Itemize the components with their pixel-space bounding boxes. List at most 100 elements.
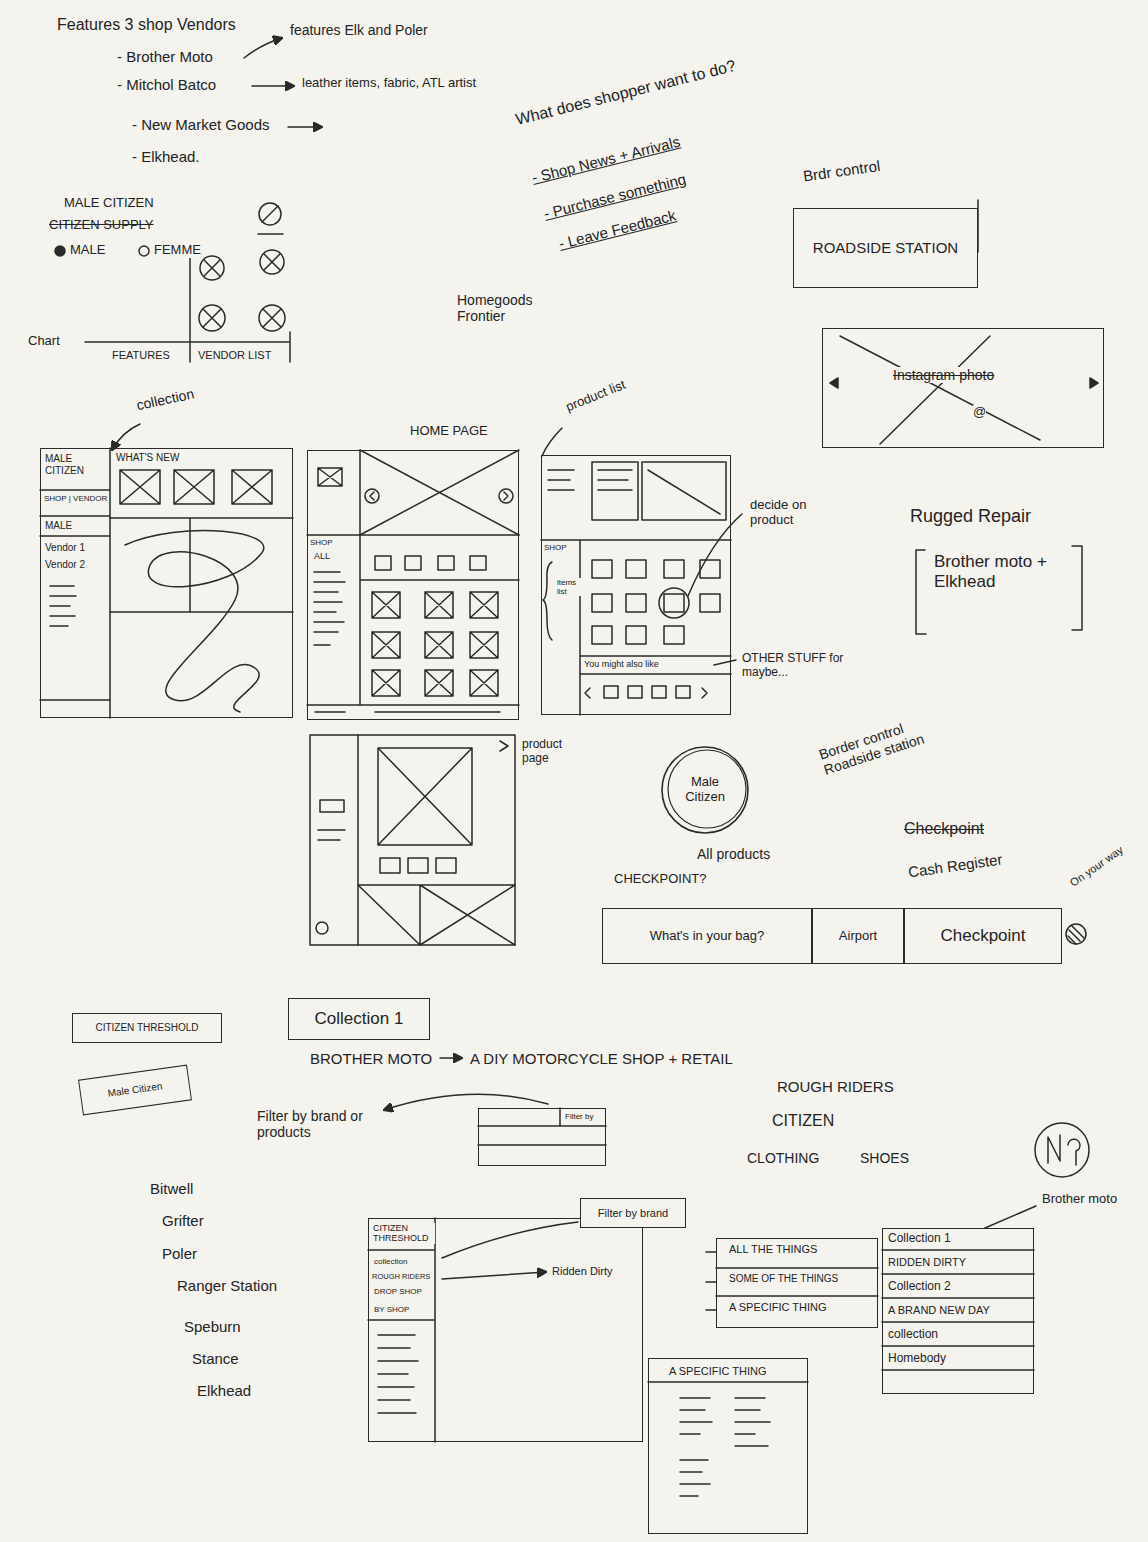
wireframe-home-sketch [318,468,342,486]
logo-circle: Male Citizen [660,745,750,835]
node-text: Filter by [565,1112,593,1121]
wireframe-product-list-sketch [592,626,684,644]
chart-sketch [264,254,280,270]
wireframe-collection-sketch [112,424,140,450]
node-text: CITIZEN THRESHOLD [95,1022,198,1034]
note-text: CITIZEN [770,1112,836,1130]
wireframe-product-list-sketch [592,594,720,612]
wireframe-product-page [380,858,456,873]
chart-sketch [259,203,281,225]
wireframe-product-page [316,922,328,934]
heading-note: Features 3 shop Vendors [55,16,238,34]
node-text: BY SHOP [374,1305,409,1314]
node-text: @ [973,405,986,420]
note-text: CLOTHING [745,1150,821,1166]
node-text: Vendor 1 [45,542,85,554]
node-text: Collection 1 [888,1232,951,1246]
wireframe-product-page [358,885,515,945]
note-text: features Elk and Poler [288,22,430,38]
image-placeholder-marks [1090,378,1098,388]
note-text: product list [562,377,630,416]
menu-list: ALL THE THINGSSOME OF THE THINGSA SPECIF… [716,1238,878,1328]
note-text: Speburn [182,1318,243,1335]
chart-sketch [199,305,225,331]
node-text: RIDDEN DIRTY [888,1256,966,1269]
wireframe-product-list-sketch [542,428,562,456]
node-text: SHOP [544,543,567,552]
wireframe-home-sketch [314,572,345,645]
note-text: Stance [190,1350,241,1367]
note-text: Grifter [160,1212,206,1229]
end-marker [1068,926,1084,944]
bracket [916,546,1082,634]
nav-tab: Airport [812,908,904,964]
wireframe-shop-sketch [442,1272,546,1279]
detail-panel: A SPECIFIC THING [648,1358,808,1534]
wireframe-collection-sketch [232,470,272,504]
wireframe-product-page [500,741,508,751]
wireframe-shop-sketch [378,1335,418,1413]
nav-tab: What's in your bag? [602,908,812,964]
wireframe-filter-sketch [478,1108,606,1145]
detail-panel-sketch [648,1382,808,1496]
detail-panel-sketch [680,1398,770,1496]
node-text: ALL THE THINGS [729,1243,817,1256]
note-text: Homegoods Frontier [455,292,559,324]
note-text: All products [695,846,772,862]
wireframe-collection-sketch [110,518,293,612]
wireframe-home-sketch [372,632,498,658]
node-text: WHAT'S NEW [116,452,179,464]
note-text: OTHER STUFF for maybe... [740,652,864,680]
dropdown-sketch [882,1206,1036,1370]
note-text: FEMME [152,243,203,258]
wireframe-shop-sketch [368,1218,578,1442]
node-text: MALE [45,520,72,532]
node-text: ROADSIDE STATION [813,239,958,256]
wireframe-home-sketch [372,670,498,696]
node-text: Vendor 2 [45,559,85,571]
node-text: Homebody [888,1352,946,1366]
wireframe-product-list-sketch [688,514,742,596]
image-placeholder: Instagram photo@ [822,328,1104,448]
note-text: HOME PAGE [408,424,490,439]
wireframe-product-list-sketch [541,428,742,715]
node-text: collection [374,1257,407,1266]
note-arrow [244,38,282,58]
note-text: A DIY MOTORCYCLE SHOP + RETAIL [468,1050,735,1067]
filter-button: Filter by brand [580,1198,686,1228]
note-text: Rugged Repair [908,506,1033,527]
note-text: leather items, fabric, ATL artist [300,76,478,91]
brand-box: Male Citizen [78,1065,192,1116]
node-text: Filter by brand [598,1207,668,1220]
note-text: CITIZEN SUPPLY [47,218,156,233]
note-text: Checkpoint [902,820,986,838]
node-text: Collection 2 [888,1280,951,1294]
node-text: Collection 1 [315,1009,404,1029]
bracket [916,546,1082,634]
note-text: - Mitchol Batco [115,76,218,93]
chart-sketch [263,309,281,327]
note-text: items list [555,578,583,596]
node-text: You might also like [584,659,659,669]
chart-sketch [203,309,221,327]
end-marker [1066,924,1086,944]
wireframe-collection-sketch [40,448,110,718]
chart-sketch [55,246,65,256]
node-text: What's in your bag? [650,929,765,944]
chart-sketch [204,260,220,276]
note-text: SHOES [858,1150,911,1166]
wireframe-shop-sketch [368,1218,435,1442]
wireframe-product-list-sketch [548,470,574,490]
node-text: A BRAND NEW DAY [888,1304,990,1317]
dropdown-sketch [985,1206,1036,1228]
end-marker [1066,924,1086,944]
wireframe-product-list-sketch [585,686,707,698]
note-text: Filter by brand or products [255,1108,381,1140]
node-text: ALL [314,551,330,561]
detail-panel-sketch [648,1381,808,1383]
note-text: Elkhead [195,1382,253,1399]
logo-mark [1048,1135,1080,1165]
node-text: DROP SHOP [374,1287,422,1296]
note-text: - Elkhead. [130,148,202,165]
